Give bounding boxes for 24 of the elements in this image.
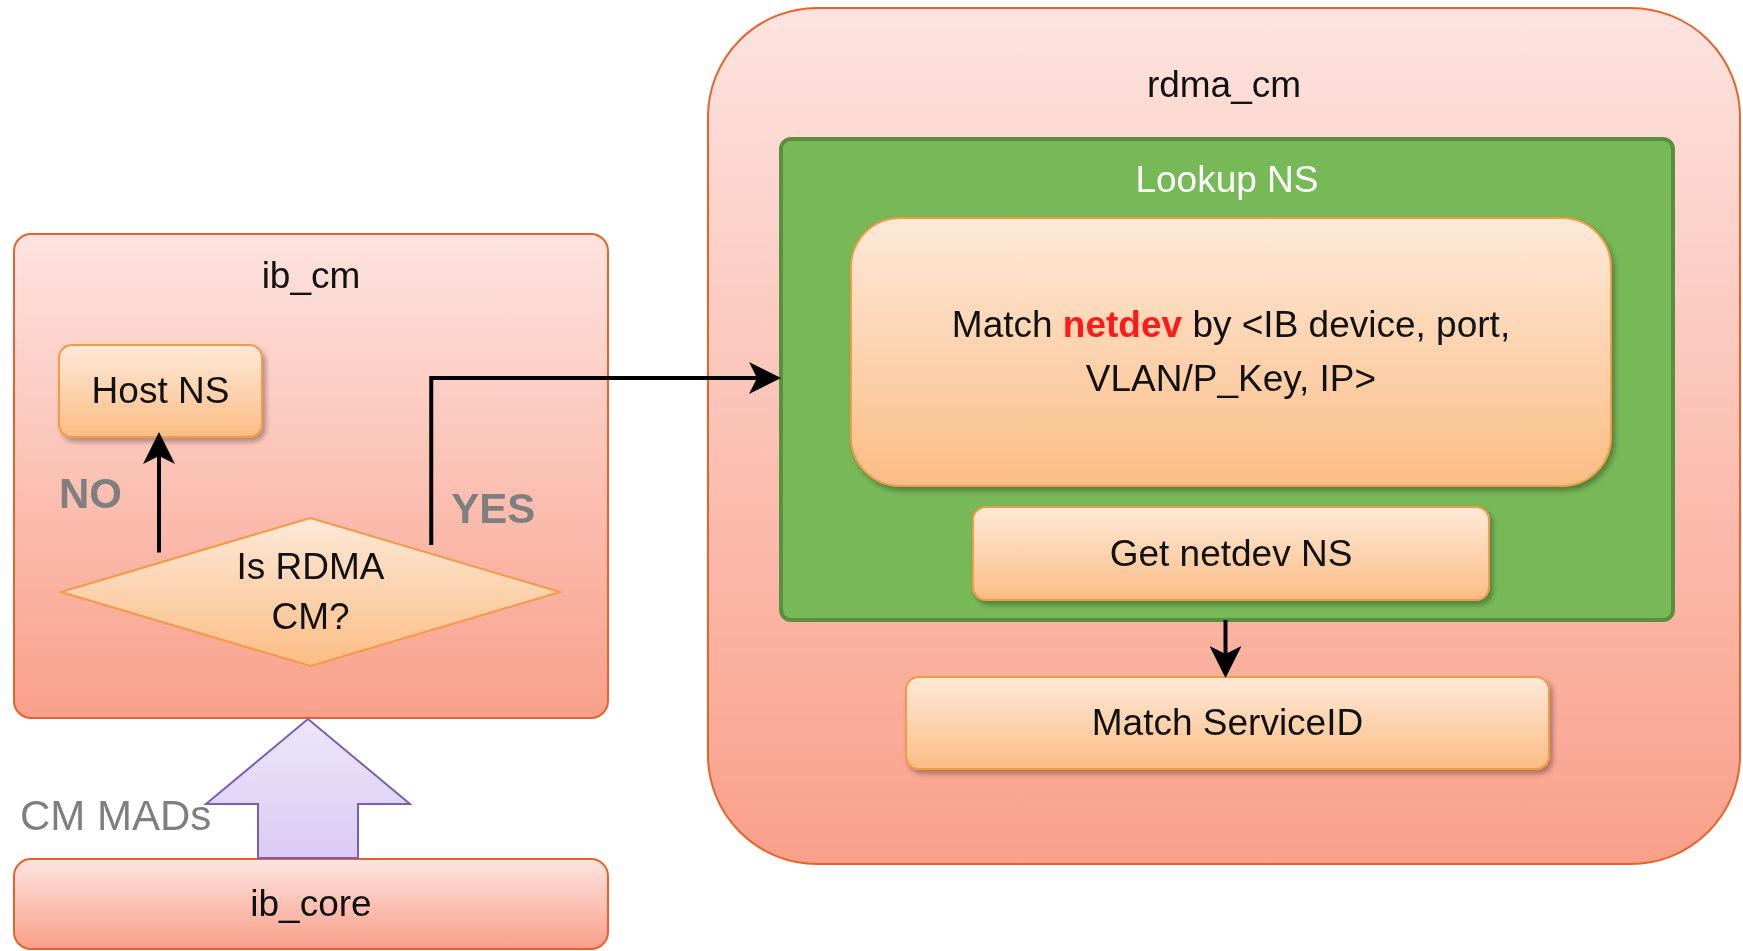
node-text: Is RDMA CM? — [235, 545, 386, 639]
module-panel — [13, 858, 609, 950]
node-text: Host NS — [91, 370, 230, 412]
node-text: Get netdev NS — [1109, 532, 1353, 575]
process-box — [58, 344, 263, 438]
edge-label: NO — [59, 470, 122, 518]
node-text: ib_cm — [260, 255, 362, 297]
process-box — [905, 676, 1550, 770]
group-panel — [779, 137, 1675, 622]
module-panel — [707, 7, 1741, 865]
process-box — [972, 506, 1490, 601]
edge-label: CM MADs — [20, 792, 212, 840]
block-arrow — [203, 717, 413, 859]
node-text: Match netdev by <IB device, port, VLAN/P_Key, IP> — [950, 303, 1512, 401]
arrow — [1209, 620, 1242, 678]
arrow — [143, 432, 175, 553]
process-box — [850, 217, 1612, 487]
arrow — [429, 362, 781, 545]
node-text: rdma_cm — [1145, 64, 1303, 106]
node-text: Lookup NS — [1134, 159, 1320, 201]
node-text: ib_core — [250, 883, 372, 925]
node-text: Match ServiceID — [1091, 702, 1364, 744]
module-panel — [13, 233, 609, 719]
edge-label: YES — [451, 485, 536, 533]
